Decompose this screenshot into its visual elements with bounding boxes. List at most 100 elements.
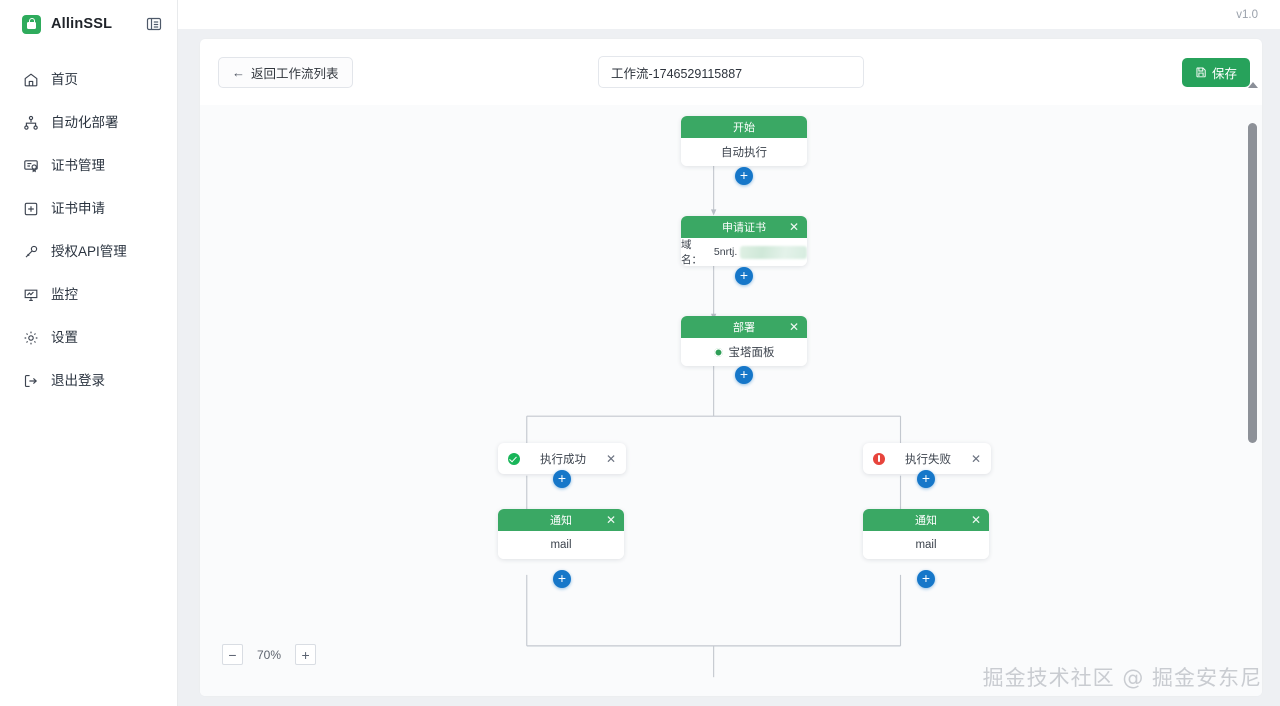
sidebar-collapse-icon[interactable] (145, 15, 163, 33)
node-notify-fail-body: mail (863, 531, 989, 559)
sidebar: AllinSSL 首页 (0, 0, 178, 706)
close-icon[interactable]: ✕ (605, 451, 616, 466)
node-apply-cert-header: 申请证书 ✕ (681, 216, 807, 238)
workflow-name-input[interactable] (598, 56, 864, 88)
watermark-text: 掘金技术社区 @ 掘金安东尼 (982, 666, 1262, 690)
home-icon (22, 71, 39, 88)
node-deploy-body: 宝塔面板 (681, 338, 807, 366)
node-notify-fail-header: 通知 ✕ (863, 509, 989, 531)
node-apply-cert-domain-value: 5nrtj. (713, 246, 738, 258)
node-notify-fail-title: 通知 (915, 515, 937, 527)
add-node-button-3[interactable]: + (735, 366, 753, 384)
redacted-domain-region (740, 245, 807, 259)
sidebar-item-auto-deploy[interactable]: 自动化部署 (0, 101, 177, 144)
plus-square-icon (22, 200, 39, 217)
sidebar-nav: 首页 自动化部署 (0, 48, 177, 402)
main-area: v1.0 ← 返回工作流列表 (178, 0, 1280, 706)
sidebar-item-label: 退出登录 (51, 372, 105, 388)
node-notify-success[interactable]: 通知 ✕ mail (498, 509, 624, 559)
sidebar-item-api-auth[interactable]: 授权API管理 (0, 230, 177, 273)
key-icon (22, 243, 39, 260)
node-start-title: 开始 (733, 122, 755, 134)
add-node-button-6[interactable]: + (553, 570, 571, 588)
arrow-left-icon: ← (232, 64, 245, 80)
back-button-label: 返回工作流列表 (251, 66, 339, 81)
add-node-button-1[interactable]: + (735, 167, 753, 185)
node-notify-success-header: 通知 ✕ (498, 509, 624, 531)
workflow-card: ← 返回工作流列表 保存 (200, 39, 1262, 696)
node-notify-fail[interactable]: 通知 ✕ mail (863, 509, 989, 559)
success-circle-icon (508, 452, 520, 465)
close-icon[interactable]: ✕ (970, 513, 981, 527)
certificate-icon (22, 157, 39, 174)
canvas-scrollbar[interactable] (1247, 82, 1258, 654)
zoom-level-label: 70% (257, 647, 282, 662)
workflow-canvas[interactable]: 开始 自动执行 + 申请证书 ✕ (200, 105, 1262, 696)
sidebar-item-monitor[interactable]: 监控 (0, 273, 177, 316)
lock-icon (22, 14, 41, 34)
sidebar-item-logout[interactable]: 退出登录 (0, 359, 177, 402)
node-deploy-body-text: 宝塔面板 (728, 347, 775, 359)
save-button[interactable]: 保存 (1181, 57, 1250, 87)
brand-name: AllinSSL (51, 16, 113, 32)
sidebar-item-label: 证书管理 (51, 157, 105, 173)
node-condition-success-label: 执行成功 (539, 453, 586, 466)
top-bar: v1.0 (178, 0, 1280, 29)
content-shell: ← 返回工作流列表 保存 (178, 29, 1280, 706)
flow-connectors (524, 157, 904, 678)
node-start-body: 自动执行 (681, 138, 807, 166)
node-deploy-title: 部署 (733, 322, 755, 334)
add-node-button-7[interactable]: + (917, 570, 935, 588)
sidebar-item-label: 证书申请 (51, 200, 105, 216)
add-node-button-4[interactable]: + (553, 470, 571, 488)
sidebar-item-label: 首页 (51, 71, 78, 87)
close-icon[interactable]: ✕ (970, 451, 981, 466)
node-apply-cert[interactable]: 申请证书 ✕ 域名： 5nrtj. (681, 216, 807, 266)
node-condition-fail-label: 执行失败 (904, 453, 951, 466)
sidebar-item-label: 授权API管理 (51, 243, 127, 259)
workflow-toolbar: ← 返回工作流列表 保存 (200, 39, 1262, 105)
scroll-up-arrow-icon[interactable] (1247, 82, 1258, 88)
node-condition-fail[interactable]: 执行失败 ✕ (863, 443, 991, 474)
error-circle-icon (873, 452, 885, 465)
add-node-button-5[interactable]: + (917, 470, 935, 488)
zoom-controls: − 70% + (222, 644, 317, 665)
save-disk-icon (1195, 66, 1207, 78)
zoom-out-button[interactable]: − (222, 644, 243, 665)
node-condition-success[interactable]: 执行成功 ✕ (498, 443, 626, 474)
zoom-in-button[interactable]: + (295, 644, 317, 665)
sidebar-item-settings[interactable]: 设置 (0, 316, 177, 359)
add-node-button-2[interactable]: + (735, 267, 753, 285)
close-icon[interactable]: ✕ (788, 220, 799, 234)
node-deploy[interactable]: 部署 ✕ 宝塔面板 (681, 316, 807, 366)
gear-icon (22, 329, 39, 346)
sidebar-item-cert-apply[interactable]: 证书申请 (0, 187, 177, 230)
sidebar-item-home[interactable]: 首页 (0, 58, 177, 101)
scrollbar-thumb[interactable] (1248, 123, 1257, 443)
node-apply-cert-body: 域名： 5nrtj. (681, 238, 807, 266)
logout-icon (22, 372, 39, 389)
back-to-workflow-list-button[interactable]: ← 返回工作流列表 (218, 56, 353, 88)
version-label: v1.0 (1236, 8, 1258, 21)
node-deploy-header: 部署 ✕ (681, 316, 807, 338)
node-start[interactable]: 开始 自动执行 (681, 116, 807, 166)
save-button-label: 保存 (1211, 66, 1237, 81)
node-notify-success-title: 通知 (550, 515, 572, 527)
node-apply-cert-domain-label: 域名： (681, 239, 702, 266)
sidebar-item-label: 设置 (51, 329, 78, 345)
close-icon[interactable]: ✕ (788, 320, 799, 334)
sidebar-item-label: 自动化部署 (51, 114, 119, 130)
node-start-header: 开始 (681, 116, 807, 138)
close-icon[interactable]: ✕ (605, 513, 616, 527)
node-notify-success-body: mail (498, 531, 624, 559)
sidebar-item-cert-manage[interactable]: 证书管理 (0, 144, 177, 187)
sidebar-item-label: 监控 (51, 286, 78, 302)
node-notify-success-body-text: mail (550, 539, 572, 551)
node-start-body-text: 自动执行 (721, 147, 767, 159)
bt-panel-icon (713, 347, 723, 357)
monitor-icon (22, 286, 39, 303)
brand-header: AllinSSL (0, 0, 177, 48)
node-apply-cert-title: 申请证书 (722, 222, 766, 234)
node-notify-fail-body-text: mail (915, 539, 937, 551)
